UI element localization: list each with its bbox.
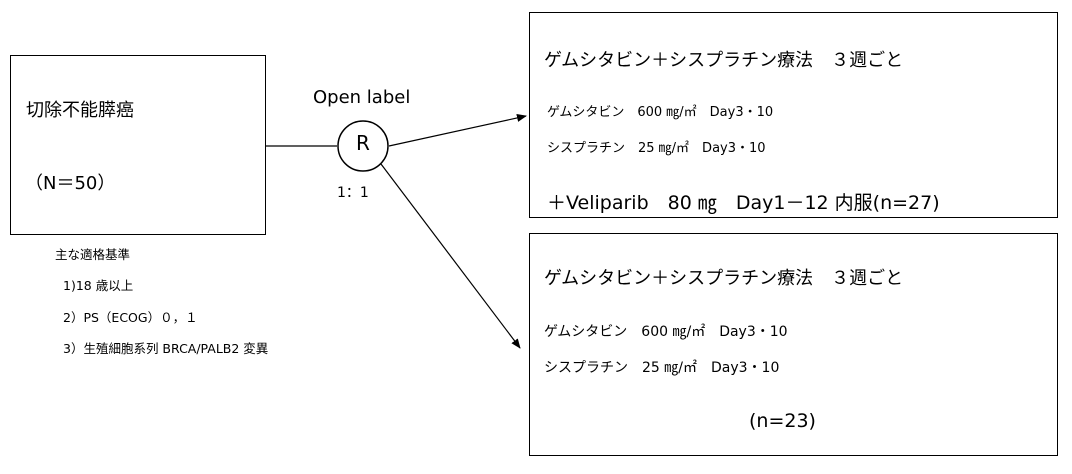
- population-box: 切除不能膵癌 （N＝50）: [10, 55, 266, 235]
- arm-a-gemcitabine-dose: ゲムシタビン 600 ㎎/㎡ Day3・10: [547, 105, 774, 120]
- open-label-text: Open label: [313, 87, 411, 108]
- criteria-heading: 主な適格基準: [55, 247, 131, 262]
- arm-a-title: ゲムシタビン＋シスプラチン療法 ３週ごと: [544, 50, 904, 71]
- criteria-item: 1)18 歳以上: [63, 278, 134, 293]
- arm-a-cisplatin-dose: シスプラチン 25 ㎎/㎡ Day3・10: [547, 141, 766, 156]
- randomization-symbol: R: [356, 131, 370, 155]
- arm-a-veliparib: ＋Veliparib 80 ㎎ Day1－12 内服(n=27): [547, 192, 940, 214]
- arm-b-title: ゲムシタビン＋シスプラチン療法 ３週ごと: [544, 268, 904, 289]
- population-count: （N＝50）: [25, 173, 116, 194]
- arrow-to-arm-a: [388, 114, 527, 147]
- arm-b-box: ゲムシタビン＋シスプラチン療法 ３週ごと ゲムシタビン 600 ㎎/㎡ Day3…: [529, 233, 1058, 456]
- arm-b-count: (n=23): [749, 410, 816, 432]
- allocation-ratio: 1：1: [337, 185, 369, 201]
- arm-a-box: ゲムシタビン＋シスプラチン療法 ３週ごと ゲムシタビン 600 ㎎/㎡ Day3…: [529, 12, 1058, 218]
- arrow-to-arm-b: [380, 163, 521, 349]
- arm-b-gemcitabine-dose: ゲムシタビン 600 ㎎/㎡ Day3・10: [544, 324, 788, 340]
- population-title: 切除不能膵癌: [26, 100, 134, 121]
- criteria-item: 3）生殖細胞系列 BRCA/PALB2 変異: [63, 341, 269, 356]
- criteria-item: 2）PS（ECOG）０，１: [63, 310, 198, 325]
- arm-b-cisplatin-dose: シスプラチン 25 ㎎/㎡ Day3・10: [544, 360, 780, 376]
